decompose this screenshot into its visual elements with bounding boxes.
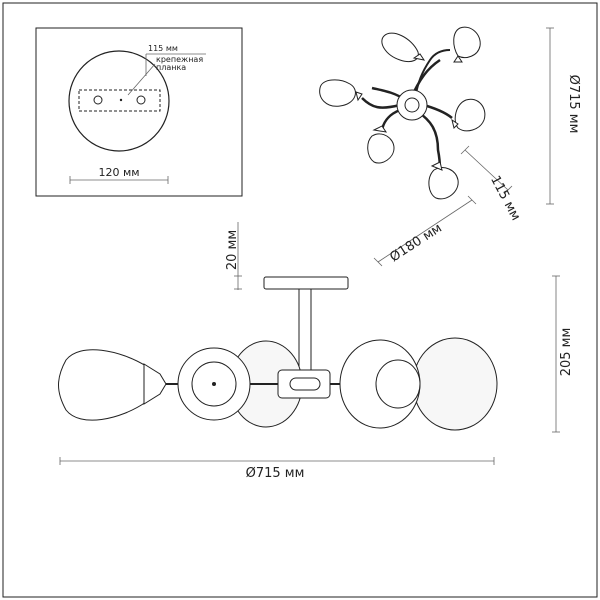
bracket-center-dot [119,98,123,102]
top-dim-center-tick-1 [373,257,383,267]
side-stem [298,288,312,374]
bracket-hole-right [136,95,146,105]
top-arm-4 [380,108,401,131]
dim-base-label: 120 мм [98,166,139,179]
top-collar-6 [430,161,443,171]
side-shade-front-right-inner [375,359,421,409]
top-shade-3 [319,79,356,107]
top-dim-arm-label: 115 мм [487,173,523,223]
top-collar-4 [451,118,459,129]
inset-frame [35,27,243,197]
top-arm-3 [361,97,401,109]
top-shade-5 [367,133,395,164]
top-dim-arm-tick-1 [460,145,470,155]
top-collar-2 [453,55,463,63]
top-arm-5 [417,110,442,171]
side-dim-width-label: Ø715 мм [246,466,305,481]
side-dim-height-label: 205 мм [559,328,574,377]
top-view: Ø715 мм 115 мм Ø180 мм [319,26,581,267]
top-shade-1 [381,32,419,63]
side-canopy [263,276,349,290]
top-dim-center-label: Ø180 мм [387,221,444,266]
side-dim-canopy-label: 20 мм [225,230,240,270]
top-hub-inner [404,97,420,113]
bracket-hole-left [93,95,103,105]
side-collar-left [143,363,167,405]
dim-slot-label: 115 мм [148,44,178,53]
side-shade-front-left-socket [212,382,216,386]
side-shade-back-right [412,337,498,431]
side-hub-inner [289,377,321,391]
top-dim-arm-tick-2 [503,185,513,195]
top-collar-3 [355,91,363,102]
top-arm-7 [414,49,451,99]
mount-plate-circle [68,50,170,152]
mounting-bracket [78,89,161,112]
bracket-label-line-1: крепежная [156,55,203,64]
bracket-label: крепежная планка [156,55,206,72]
top-collar-1 [412,53,426,61]
side-view: 20 мм 205 мм Ø715 мм [58,222,574,481]
top-dim-diameter-label: Ø715 мм [566,75,581,134]
bracket-label-leader [127,63,156,96]
side-shade-left [58,349,147,421]
bracket-label-line-2: планка [156,63,186,72]
top-shade-6 [428,167,459,200]
mount-plate-inset: 115 мм крепежная планка 120 мм [35,27,243,197]
top-shade-2 [453,26,481,59]
top-dim-center-tick-2 [467,195,477,205]
top-dim-center-line [377,199,473,263]
top-collar-5 [372,125,388,133]
top-dim-arm-line [464,149,509,191]
top-shade-4 [454,98,486,132]
